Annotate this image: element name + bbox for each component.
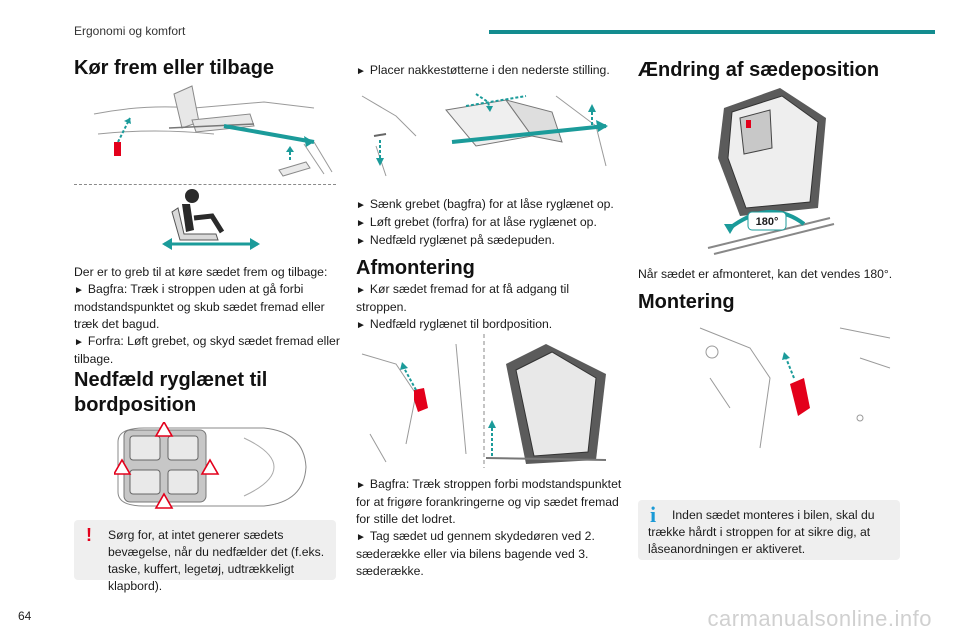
list-levers: ►Sænk grebet (bagfra) for at låse ryglæn… — [356, 196, 626, 250]
bullet-pull-strap: ►Bagfra: Træk stroppen forbi modstandspu… — [356, 477, 622, 526]
info-text: trække hårdt i stroppen for at sikre dig… — [648, 525, 871, 556]
header-accent-bar — [489, 30, 935, 34]
illustration-car-top-view — [114, 422, 307, 509]
warning-box: ! Sørg for, at intet generer sædets bevæ… — [74, 520, 336, 593]
illustration-headrest-lever — [361, 93, 608, 177]
heading-removal: Afmontering — [356, 257, 475, 279]
page-number: 64 — [18, 609, 32, 623]
bullet-lift-lever: ►Løft grebet (forfra) for at låse ryglæn… — [356, 215, 597, 229]
bullet-front-lever: ►Forfra: Løft grebet, og skyd sædet frem… — [74, 334, 340, 366]
info-icon: i — [650, 502, 657, 527]
bullet-take-out: ►Tag sædet ud gennem skydedøren ved 2. s… — [356, 529, 595, 578]
list-removal: ►Kør sædet fremad for at få adgang til s… — [356, 281, 618, 334]
watermark: carmanualsonline.info — [707, 606, 932, 631]
list-after: ►Bagfra: Træk stroppen forbi modstandspu… — [356, 476, 626, 580]
rotate-text: Når sædet er afmonteret, kan det vendes … — [638, 267, 893, 281]
warning-text: bevægelse, når du nedfælder det (f.eks. … — [108, 545, 325, 593]
bullet-fold-backrest: ►Nedfæld ryglænet på sædepuden. — [356, 233, 555, 247]
bullet-move-forward: ►Kør sædet fremad for at få adgang til s… — [356, 282, 570, 314]
heading-forward-backward: Kør frem eller tilbage — [74, 57, 275, 79]
illustration-seat-slide-icon — [162, 189, 260, 250]
column-1: Kør frem eller tilbage — [74, 52, 340, 81]
strap-icon — [114, 142, 121, 156]
info-box: i Inden sædet monteres i bilen, skal du … — [638, 500, 900, 560]
bullet-lower-lever: ►Sænk grebet (bagfra) for at låse ryglæn… — [356, 197, 614, 211]
rotate-180-icon: 180° — [756, 216, 779, 228]
illustration-seat-slide-top — [93, 85, 333, 177]
heading-fold-table: Nedfæld ryglænet til bordposition — [74, 369, 268, 416]
divider-dashed — [74, 184, 336, 185]
heading-mounting: Montering — [638, 291, 735, 313]
heading-change-position: Ændring af sædeposition — [638, 59, 880, 81]
bullet-headrest: ►Placer nakkestøtterne i den nederste st… — [356, 63, 610, 77]
illustration-seat-rotate: 180° — [707, 88, 835, 255]
warning-icon: ! — [86, 525, 92, 545]
illustration-mount-seat — [699, 327, 891, 449]
illustration-remove-seat — [361, 334, 607, 468]
intro-text: Der er to greb til at køre sædet frem og… — [74, 265, 328, 279]
bullet-fold-table: ►Nedfæld ryglænet til bordposition. — [356, 317, 553, 331]
bullet-rear-strap: ►Bagfra: Træk i stroppen uden at gå forb… — [74, 282, 325, 331]
page-header-text: Ergonomi og komfort — [74, 24, 186, 38]
text-forward-intro: Der er to greb til at køre sædet frem og… — [74, 264, 340, 368]
